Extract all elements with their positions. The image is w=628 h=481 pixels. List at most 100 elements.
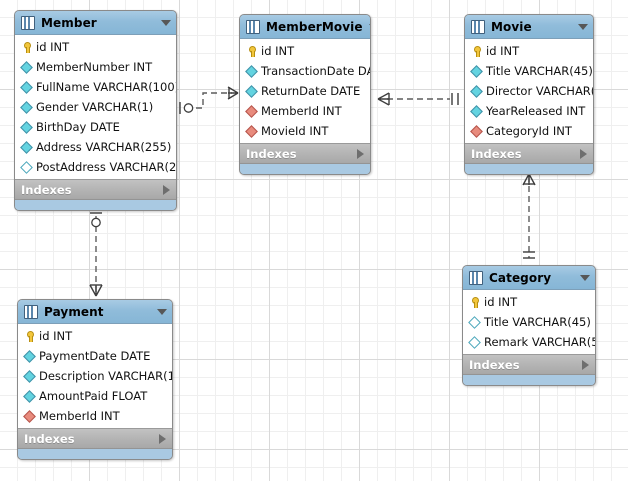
column-label: PostAddress VARCHAR(255): [36, 160, 177, 174]
indexes-bar[interactable]: Indexes: [18, 429, 172, 449]
indexes-label: Indexes: [246, 147, 357, 161]
indexes-label: Indexes: [24, 432, 159, 446]
column-row[interactable]: Title VARCHAR(45): [463, 312, 595, 332]
column-row[interactable]: MemberId INT: [18, 406, 172, 426]
column-label: MemberId INT: [261, 104, 342, 118]
indexes-label: Indexes: [21, 183, 163, 197]
column-label: MemberId INT: [39, 409, 120, 423]
diamond-red-icon: [245, 105, 258, 118]
diamond-filled-icon: [470, 105, 483, 118]
entity-table-membermovie[interactable]: MemberMovie id INT TransactionDate DATE …: [239, 14, 371, 175]
table-header-category[interactable]: Category: [463, 266, 595, 290]
column-row[interactable]: id INT: [240, 41, 370, 61]
column-label: id INT: [36, 40, 69, 54]
column-row[interactable]: CategoryId INT: [465, 121, 593, 141]
diamond-filled-icon: [470, 65, 483, 78]
diamond-hollow-icon: [468, 316, 481, 329]
column-row[interactable]: id INT: [15, 37, 176, 57]
column-label: Title VARCHAR(45): [486, 64, 593, 78]
column-label: Description VARCHAR(100): [39, 369, 173, 383]
indexes-bar[interactable]: Indexes: [465, 144, 593, 164]
table-title: Movie: [491, 20, 572, 34]
indexes-bar[interactable]: Indexes: [15, 180, 176, 200]
column-label: ReturnDate DATE: [261, 84, 360, 98]
table-footer: [465, 164, 593, 174]
chevron-down-icon[interactable]: [369, 24, 371, 30]
column-list: id INT MemberNumber INT FullName VARCHAR…: [15, 35, 176, 180]
entity-table-category[interactable]: Category id INT Title VARCHAR(45) Remark…: [462, 265, 596, 386]
column-row[interactable]: Remark VARCHAR(500): [463, 332, 595, 352]
table-footer: [463, 375, 595, 385]
column-label: id INT: [486, 44, 519, 58]
diamond-filled-icon: [23, 390, 36, 403]
column-row[interactable]: MovieId INT: [240, 121, 370, 141]
diamond-filled-icon: [245, 85, 258, 98]
column-label: FullName VARCHAR(100): [36, 80, 177, 94]
table-icon: [246, 20, 260, 34]
column-row[interactable]: AmountPaid FLOAT: [18, 386, 172, 406]
column-row[interactable]: TransactionDate DATE: [240, 61, 370, 81]
indexes-bar[interactable]: Indexes: [463, 355, 595, 375]
column-row[interactable]: MemberId INT: [240, 101, 370, 121]
table-footer: [15, 200, 176, 210]
diamond-filled-icon: [23, 370, 36, 383]
key-icon: [20, 41, 33, 54]
diamond-filled-icon: [20, 61, 33, 74]
diamond-filled-icon: [20, 141, 33, 154]
table-title: Member: [41, 16, 155, 30]
chevron-right-icon[interactable]: [163, 185, 170, 195]
key-icon: [245, 45, 258, 58]
column-label: AmountPaid FLOAT: [39, 389, 147, 403]
column-row[interactable]: id INT: [465, 41, 593, 61]
diamond-filled-icon: [20, 121, 33, 134]
chevron-right-icon[interactable]: [357, 149, 364, 159]
table-header-member[interactable]: Member: [15, 11, 176, 35]
column-list: id INT PaymentDate DATE Description VARC…: [18, 324, 172, 429]
column-row[interactable]: Title VARCHAR(45): [465, 61, 593, 81]
column-row[interactable]: PaymentDate DATE: [18, 346, 172, 366]
chevron-down-icon[interactable]: [157, 309, 167, 315]
chevron-down-icon[interactable]: [578, 24, 588, 30]
column-label: Title VARCHAR(45): [484, 315, 591, 329]
column-label: MovieId INT: [261, 124, 328, 138]
table-icon: [21, 16, 35, 30]
entity-table-payment[interactable]: Payment id INT PaymentDate DATE Descript…: [17, 299, 173, 460]
table-header-membermovie[interactable]: MemberMovie: [240, 15, 370, 39]
chevron-right-icon[interactable]: [159, 434, 166, 444]
chevron-down-icon[interactable]: [161, 20, 171, 26]
column-row[interactable]: Director VARCHAR(45): [465, 81, 593, 101]
table-title: Category: [489, 271, 574, 285]
column-row[interactable]: BirthDay DATE: [15, 117, 176, 137]
relationship-member-membermovie: [180, 87, 238, 114]
diamond-red-icon: [23, 410, 36, 423]
entity-table-member[interactable]: Member id INT MemberNumber INT FullName …: [14, 10, 177, 211]
column-row[interactable]: MemberNumber INT: [15, 57, 176, 77]
column-row[interactable]: id INT: [18, 326, 172, 346]
column-row[interactable]: FullName VARCHAR(100): [15, 77, 176, 97]
column-row[interactable]: Gender VARCHAR(1): [15, 97, 176, 117]
column-label: PaymentDate DATE: [39, 349, 150, 363]
column-row[interactable]: PostAddress VARCHAR(255): [15, 157, 176, 177]
entity-table-movie[interactable]: Movie id INT Title VARCHAR(45) Director …: [464, 14, 594, 175]
table-header-movie[interactable]: Movie: [465, 15, 593, 39]
chevron-down-icon[interactable]: [580, 275, 590, 281]
indexes-label: Indexes: [469, 358, 582, 372]
table-header-payment[interactable]: Payment: [18, 300, 172, 324]
table-title: MemberMovie: [266, 20, 363, 34]
column-row[interactable]: ReturnDate DATE: [240, 81, 370, 101]
chevron-right-icon[interactable]: [582, 360, 589, 370]
column-list: id INT TransactionDate DATE ReturnDate D…: [240, 39, 370, 144]
column-row[interactable]: Address VARCHAR(255): [15, 137, 176, 157]
column-row[interactable]: Description VARCHAR(100): [18, 366, 172, 386]
column-row[interactable]: id INT: [463, 292, 595, 312]
column-label: id INT: [484, 295, 517, 309]
column-row[interactable]: YearReleased INT: [465, 101, 593, 121]
relationship-membermovie-movie: [378, 93, 458, 105]
diamond-hollow-icon: [20, 161, 33, 174]
chevron-right-icon[interactable]: [580, 149, 587, 159]
indexes-bar[interactable]: Indexes: [240, 144, 370, 164]
column-label: Gender VARCHAR(1): [36, 100, 153, 114]
diamond-filled-icon: [245, 65, 258, 78]
column-label: Director VARCHAR(45): [486, 84, 594, 98]
